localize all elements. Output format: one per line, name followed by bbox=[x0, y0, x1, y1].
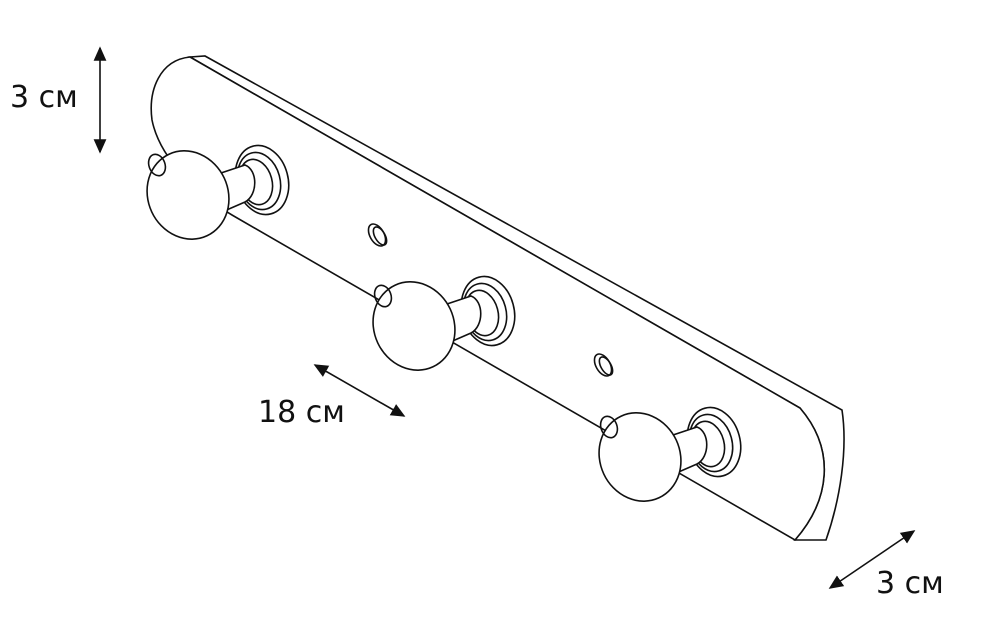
spacing-label: 18 см bbox=[258, 395, 345, 430]
hook-knob bbox=[598, 412, 682, 502]
hook-knob bbox=[372, 281, 456, 371]
screw-hole bbox=[367, 223, 388, 247]
screw-hole bbox=[593, 353, 614, 377]
depth-dimension-arrow bbox=[828, 530, 916, 589]
height-label: 3 см bbox=[10, 80, 78, 115]
hook-knob bbox=[146, 150, 230, 240]
spacing-dimension-arrow bbox=[313, 364, 406, 417]
hook bbox=[372, 275, 516, 371]
hook bbox=[146, 144, 290, 240]
depth-label: 3 см bbox=[876, 566, 944, 601]
hook bbox=[598, 406, 742, 502]
